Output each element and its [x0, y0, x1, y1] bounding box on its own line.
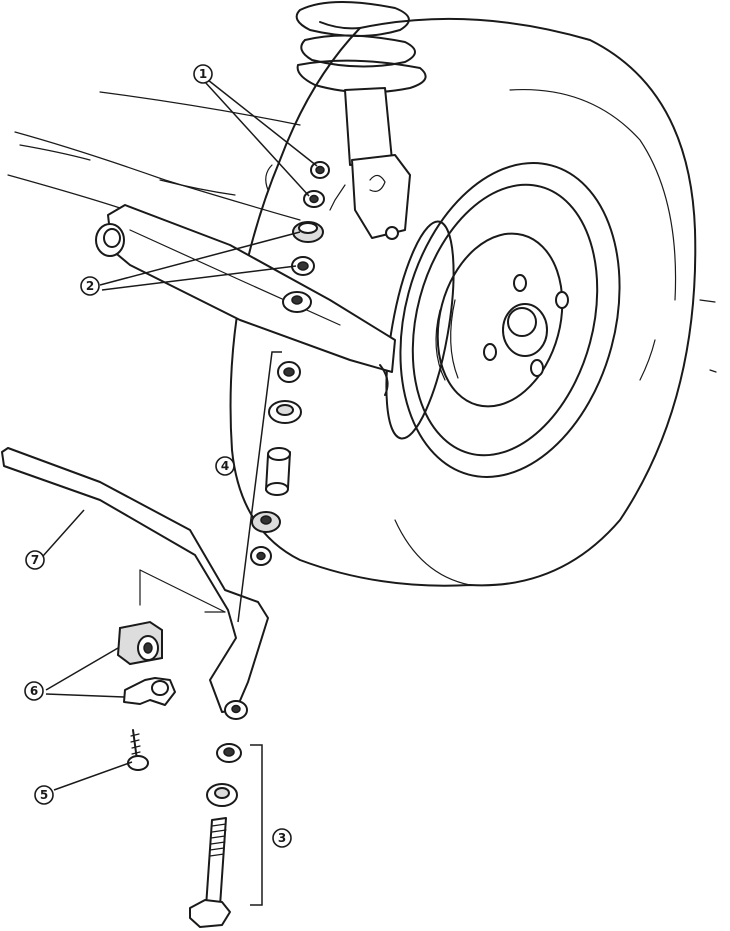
lower-control-arm: [95, 204, 396, 396]
svg-text:2: 2: [86, 279, 94, 293]
stabilizer-bar: [1, 447, 269, 720]
upper-link-nut: [310, 161, 330, 179]
svg-text:3: 3: [278, 831, 286, 845]
lower-link-bolt: [189, 817, 231, 928]
svg-text:7: 7: [31, 553, 39, 567]
callout-2: 2: [80, 276, 100, 296]
wheel-hub: [385, 162, 621, 478]
link-nut-top: [277, 361, 301, 383]
bracket-bolt: [127, 729, 149, 771]
link-collar: [265, 447, 291, 496]
tire: [229, 17, 717, 587]
link-bushing-top: [268, 400, 302, 424]
callout-6: 6: [24, 681, 44, 701]
callout-leaders: [42, 79, 318, 906]
upper-link-bushing: [292, 221, 324, 243]
link-bushing-bottom: [251, 511, 281, 533]
stabilizer-bracket: [123, 677, 176, 706]
body-frame-lines: [7, 91, 301, 221]
callout-4: 4: [215, 456, 235, 476]
callout-3: 3: [272, 828, 292, 848]
link-washer-bottom: [250, 546, 272, 566]
lower-link-washer: [216, 743, 242, 763]
svg-text:1: 1: [199, 67, 207, 81]
upper-link-cup: [282, 291, 312, 313]
callout-1: 1: [193, 64, 213, 84]
stabilizer-bushing: [116, 620, 163, 666]
svg-text:6: 6: [30, 684, 38, 698]
callout-7: 7: [25, 550, 45, 570]
svg-text:4: 4: [221, 459, 229, 473]
coil-spring: [295, 1, 427, 94]
strut-body: [329, 87, 411, 240]
lower-link-bushing: [206, 783, 238, 807]
callout-5: 5: [34, 785, 54, 805]
svg-text:5: 5: [40, 788, 48, 802]
